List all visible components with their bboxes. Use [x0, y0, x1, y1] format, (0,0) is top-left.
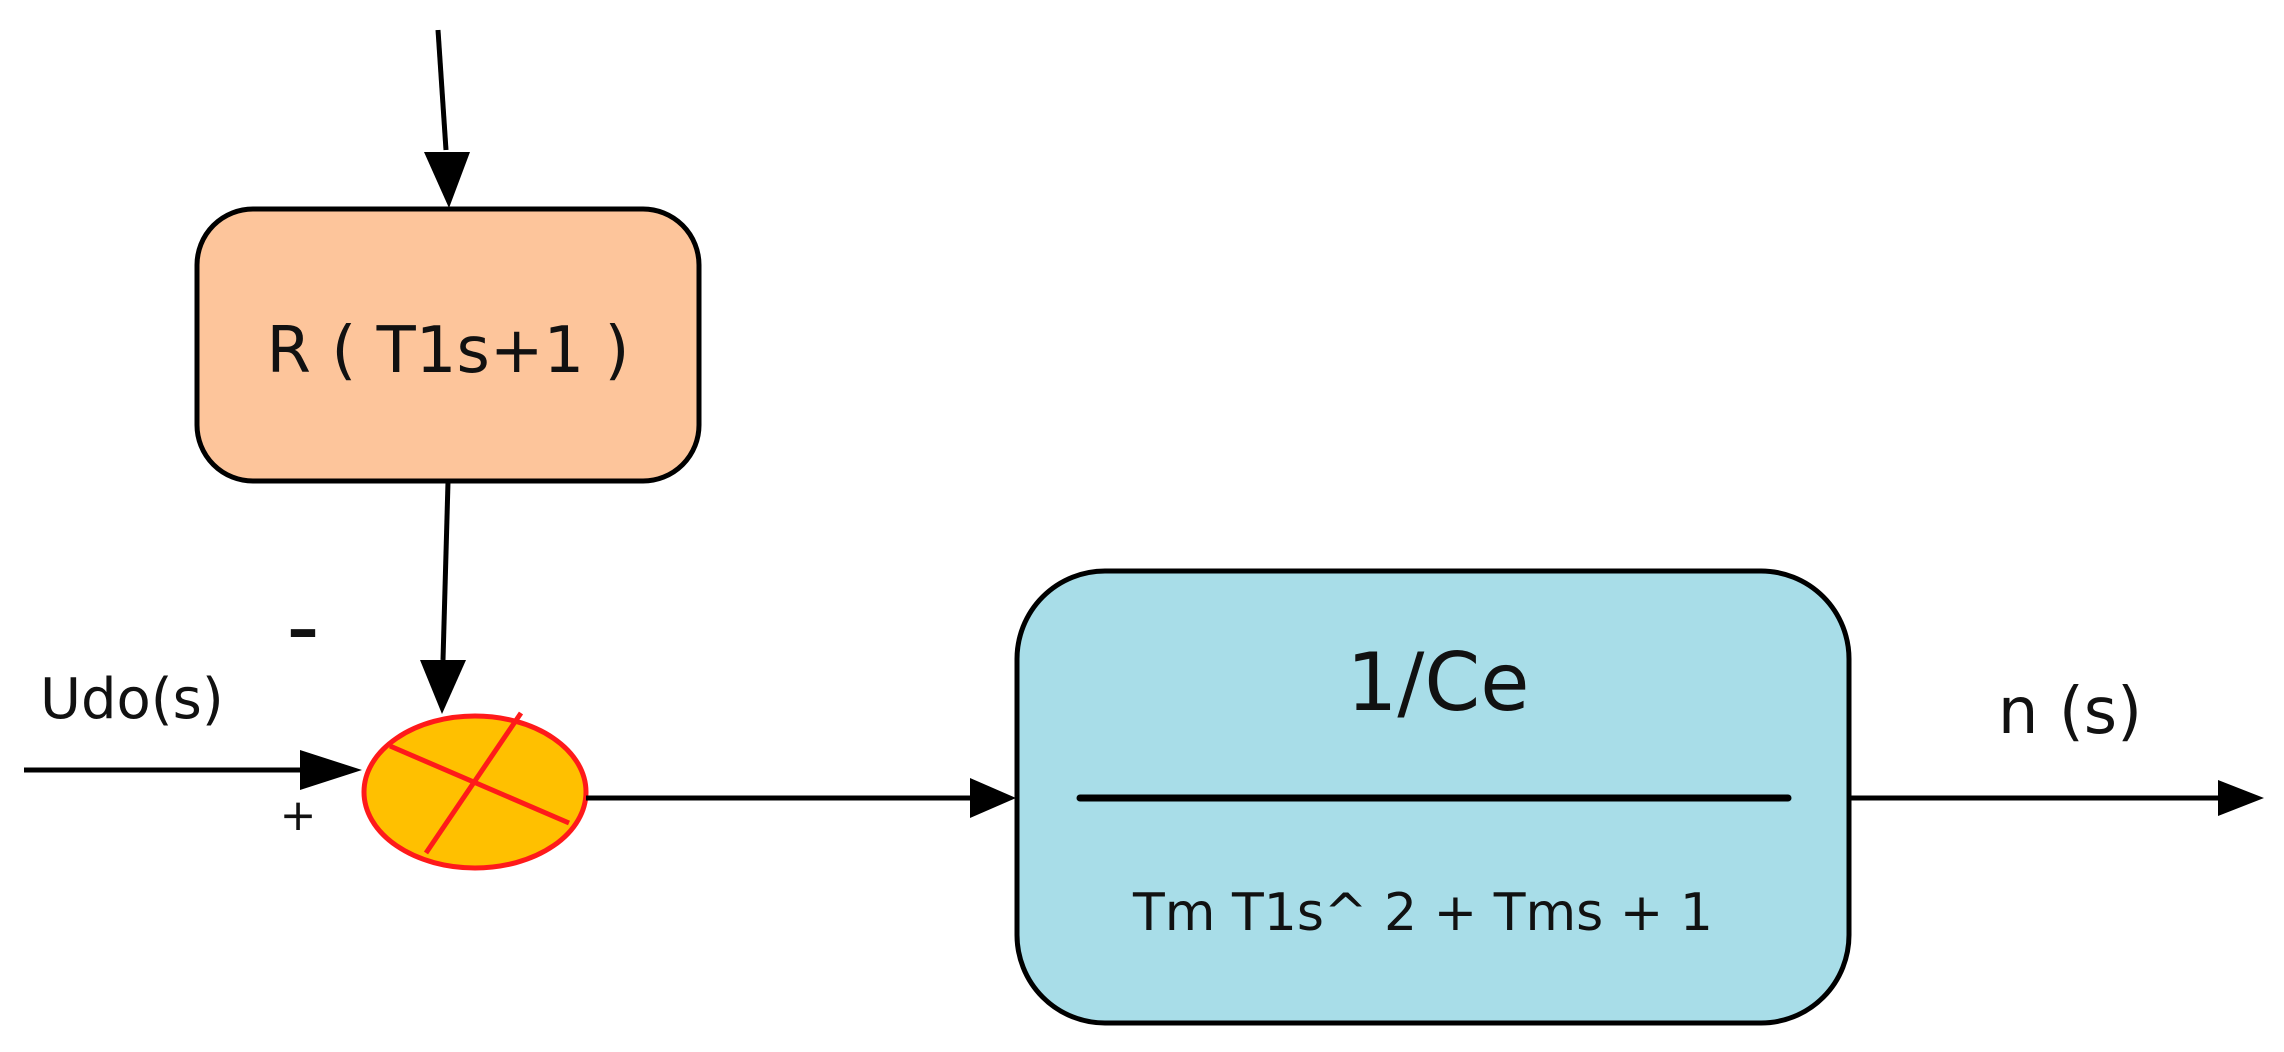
upper-block-label: R ( T1s+1 )	[267, 314, 630, 388]
plus-sign: +	[280, 790, 317, 841]
input-signal-label: Udo(s)	[40, 667, 224, 732]
input-arrow	[24, 750, 362, 790]
minus-sign: –	[288, 592, 319, 665]
summing-junction	[361, 711, 589, 871]
upper-block	[194, 206, 702, 484]
forward-arrow	[586, 778, 1016, 818]
transfer-function-denominator: Tm T1s^ 2 + Tms + 1	[1132, 883, 1713, 943]
transfer-function-numerator: 1/Ce	[1347, 636, 1530, 729]
output-arrow	[1849, 780, 2264, 816]
output-signal-label: n (s)	[1998, 675, 2142, 749]
feedback-arrow	[420, 481, 466, 714]
disturbance-arrow	[424, 29, 470, 208]
